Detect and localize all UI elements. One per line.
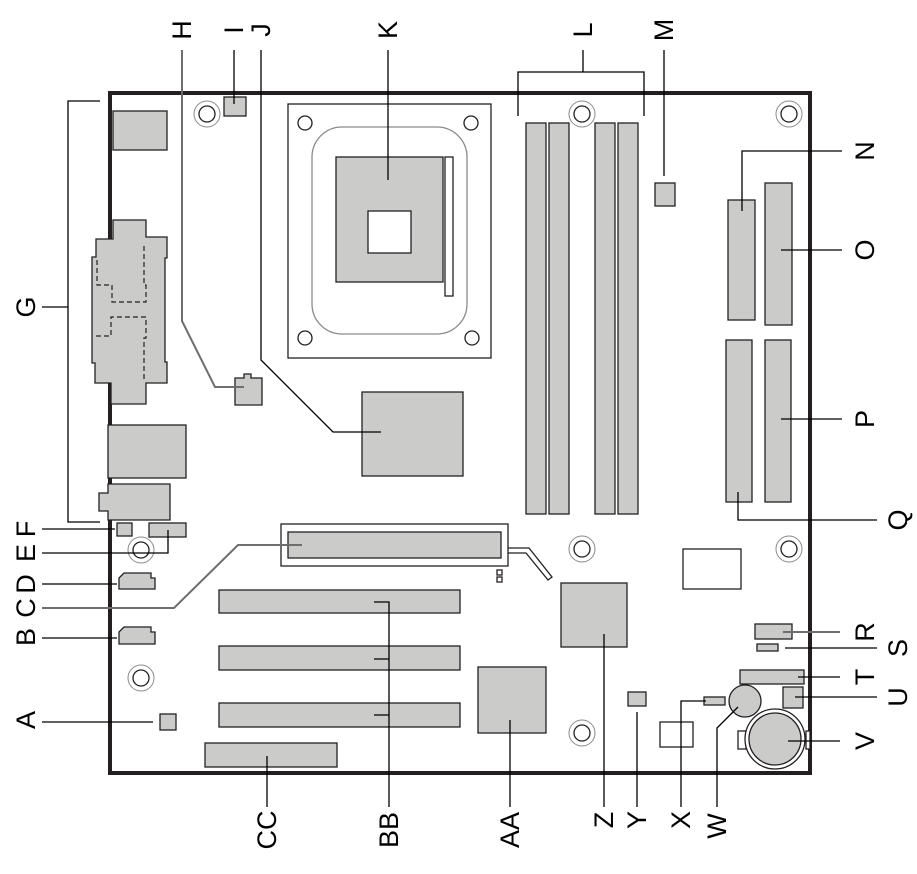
serial-parallel-connector xyxy=(91,219,168,405)
leader-c xyxy=(42,544,302,609)
mounting-hole xyxy=(568,100,596,128)
connector-dashed-outline xyxy=(96,243,147,303)
component-j-chip xyxy=(361,391,464,477)
component-o xyxy=(764,182,793,326)
component-p xyxy=(764,339,792,503)
callout-t: T xyxy=(850,669,880,686)
leader-j xyxy=(260,50,381,433)
callout-g: G xyxy=(11,296,41,317)
leader-h xyxy=(181,50,244,388)
mounting-hole xyxy=(127,664,155,692)
pci-slot xyxy=(218,589,461,614)
leader-l xyxy=(517,50,645,116)
component-m xyxy=(654,182,676,207)
callout-y: Y xyxy=(622,811,652,829)
callout-n: N xyxy=(850,141,880,161)
leader-g xyxy=(42,100,100,523)
component-t xyxy=(739,669,805,685)
component-outline-small xyxy=(659,721,694,748)
mounting-hole xyxy=(193,100,221,128)
component-d xyxy=(118,572,156,590)
callout-o: O xyxy=(850,239,880,260)
processor-socket xyxy=(287,103,492,359)
callout-labels: H I J K L M G F E D C B A N O P Q R S T … xyxy=(11,19,913,850)
leader-e xyxy=(42,530,169,554)
dimm-slot xyxy=(617,122,639,515)
callout-d: D xyxy=(11,574,41,594)
component-q xyxy=(725,339,753,503)
callout-bb: BB xyxy=(374,812,404,848)
component-b xyxy=(118,626,156,645)
callout-b: B xyxy=(11,628,41,646)
callout-x: X xyxy=(666,811,696,829)
dimm-slot xyxy=(525,122,547,515)
mounting-holes xyxy=(127,100,803,747)
callout-s: S xyxy=(883,639,913,657)
component-n xyxy=(727,199,756,321)
component-h xyxy=(234,373,263,406)
callout-z: Z xyxy=(589,812,619,829)
mounting-hole xyxy=(775,100,803,128)
component-a xyxy=(159,713,177,731)
callout-q: Q xyxy=(883,509,913,530)
callout-j: J xyxy=(246,23,276,37)
callout-w: W xyxy=(702,813,732,839)
callout-c: C xyxy=(11,598,41,618)
component-x xyxy=(703,696,726,706)
leader-bb xyxy=(374,601,390,807)
component-y xyxy=(627,691,647,707)
callout-v: V xyxy=(850,732,880,750)
pci-slot xyxy=(218,702,461,728)
ps2-connector xyxy=(112,110,168,151)
back-panel-connectors xyxy=(91,110,187,521)
connector-dashed-outline xyxy=(96,316,147,380)
leader-x xyxy=(680,700,706,807)
callout-p: P xyxy=(850,410,880,428)
component-s xyxy=(756,643,779,652)
callout-f: F xyxy=(11,521,41,538)
component-w xyxy=(728,684,762,718)
component-cc xyxy=(204,742,338,768)
leader-lines xyxy=(42,50,877,807)
callout-k: K xyxy=(373,21,403,39)
callout-a: A xyxy=(11,711,41,729)
component-aa-chip xyxy=(477,666,547,734)
pci-slot xyxy=(218,645,461,671)
leader-q xyxy=(737,492,877,521)
callout-r: R xyxy=(850,622,880,642)
battery-v xyxy=(737,708,811,770)
mounting-hole xyxy=(127,536,155,564)
usb-lan-connector xyxy=(107,424,187,479)
callout-m: M xyxy=(649,19,679,42)
component-z-chip xyxy=(560,582,628,648)
callout-i: I xyxy=(219,26,249,34)
callout-u: U xyxy=(883,687,913,707)
component-i xyxy=(223,96,247,117)
mounting-hole xyxy=(568,719,596,747)
component-outline-box xyxy=(682,548,742,590)
callout-h: H xyxy=(167,20,197,40)
leader-w xyxy=(716,706,739,807)
memory-slots xyxy=(525,122,639,515)
leader-n xyxy=(741,150,842,211)
callout-l: L xyxy=(568,22,598,37)
dimm-slot xyxy=(548,122,570,515)
dimm-slot xyxy=(594,122,616,515)
agp-slot xyxy=(280,523,553,583)
component-f xyxy=(116,522,133,537)
callout-cc: CC xyxy=(252,811,282,850)
audio-connector xyxy=(98,483,171,521)
pci-slots xyxy=(218,589,461,728)
mounting-hole xyxy=(568,535,596,563)
mounting-hole xyxy=(775,535,803,563)
callout-aa: AA xyxy=(495,812,525,848)
callout-e: E xyxy=(11,544,41,562)
